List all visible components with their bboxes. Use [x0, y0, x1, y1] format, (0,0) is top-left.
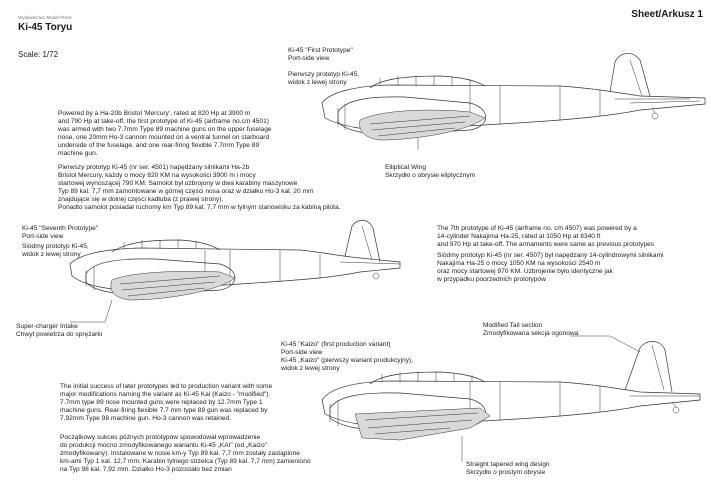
- first-prototype-description-pl: Pierwszy prototyp Ki-45 (nr ser. 4501) n…: [58, 164, 341, 211]
- sheet-label: Sheet/Arkusz 1: [631, 9, 703, 20]
- elliptical-wing-callout: Elliptical Wing Skrzydło o obrysie elipt…: [385, 164, 476, 179]
- first-prototype-description-en: Powered by a Ha-20b Bristol 'Mercury', r…: [58, 110, 272, 157]
- seventh-prototype-description-en: The 7th prototype of Ki-45 (airframe no.…: [437, 225, 655, 248]
- supercharger-intake-callout: Super-charger Intake Chwyt powietrza do …: [16, 323, 103, 338]
- publisher-logo-text: Wydawnictwo Model Press: [18, 15, 72, 20]
- scale-label: Scale: 1/72: [18, 50, 59, 59]
- kaizo-label: Ki-45 "Kaizo" (first production variant)…: [281, 341, 391, 356]
- seventh-prototype-description-pl: Siódmy prototyp Ki-45 (nr ser. 4507) był…: [437, 252, 664, 283]
- kaizo-description-pl: Początkowy sukces późnych prototypów spo…: [60, 434, 311, 473]
- seventh-prototype-label-pl: Siódmy prototyp Ki-45, widok z lewej str…: [22, 243, 89, 258]
- kaizo-description-en: The initial success of later prototypes …: [60, 383, 273, 422]
- seventh-prototype-label: Ki-45 "Seventh Prototype" Port-side view: [22, 225, 99, 240]
- first-prototype-label-pl: Pierwszy prototyp Ki-45, widok z lewej s…: [288, 71, 360, 86]
- kaizo-label-pl: Ki-45 „Kaizo" (pierwszy wariant produkcy…: [281, 357, 414, 372]
- page-title: Ki-45 Toryu: [18, 22, 73, 33]
- first-prototype-label: Ki-45 "First Prototype" Port-side view: [288, 47, 353, 62]
- modified-tail-callout: Modified Tail section Zmodyfikowana sekc…: [483, 322, 579, 337]
- tapered-wing-callout: Straight tapered wing design Skrzydło o …: [466, 461, 550, 476]
